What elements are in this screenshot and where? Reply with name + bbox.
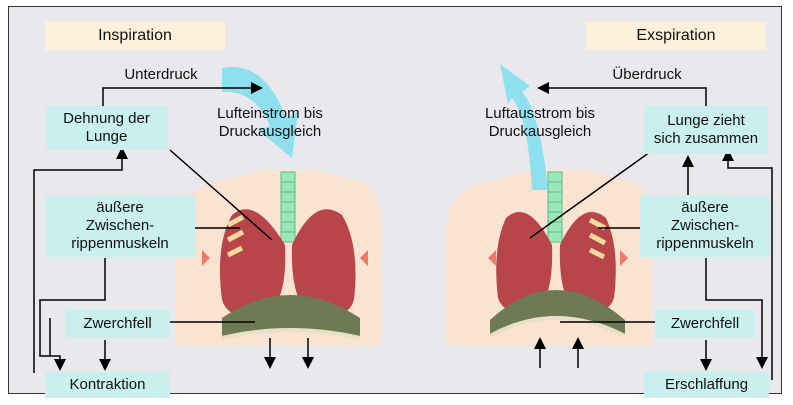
expiration-title: Exspiration	[586, 22, 766, 50]
expiration-diaphragm-box: Zwerchfell	[655, 310, 755, 338]
inspiration-diaphragm-box: Zwerchfell	[65, 310, 170, 338]
expiration-pressure-label: Überdruck	[592, 66, 702, 84]
expiration-torso-illustration	[446, 170, 652, 345]
inspiration-pressure-label: Unterdruck	[106, 66, 216, 84]
inspiration-title: Inspiration	[45, 22, 225, 50]
contraction-box: Kontraktion	[45, 372, 170, 398]
relaxation-box: Erschlaffung	[644, 372, 769, 398]
inspiration-torso-illustration	[176, 170, 382, 345]
